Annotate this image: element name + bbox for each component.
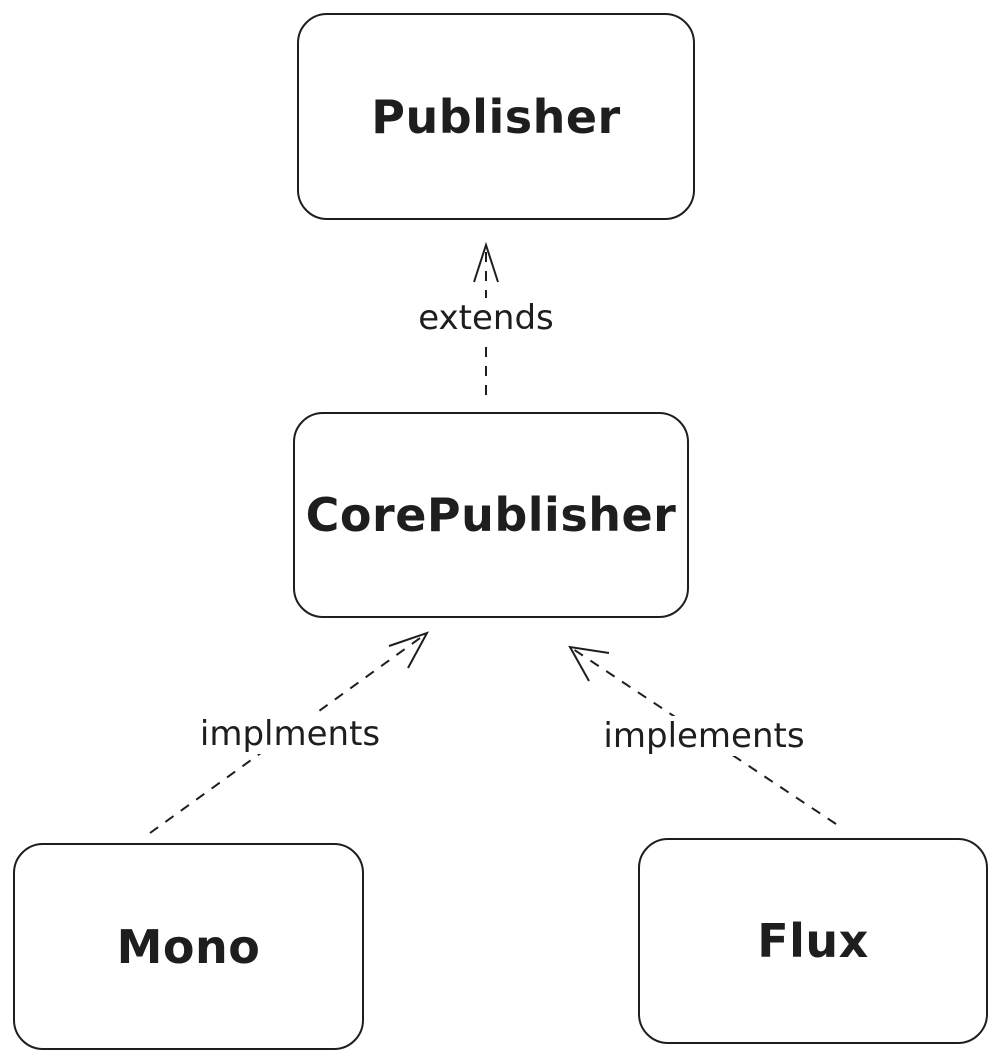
implments-edge-label: implments (195, 714, 385, 754)
implements-edge-label: implements (599, 716, 809, 756)
core-publisher-node-label: CorePublisher (305, 488, 677, 542)
arrow-implments (149, 631, 430, 834)
arrow-implements-head (568, 645, 610, 682)
arrow-implments-head (388, 631, 430, 669)
mono-node-label: Mono (116, 919, 261, 974)
publisher-node[interactable]: Publisher (297, 13, 695, 220)
extends-edge-label: extends (414, 298, 558, 338)
arrow-extends (473, 241, 499, 395)
arrow-extends-head (473, 241, 499, 283)
core-publisher-node[interactable]: CorePublisher (293, 412, 689, 618)
mono-node[interactable]: Mono (13, 843, 364, 1050)
flux-node-label: Flux (757, 914, 869, 968)
publisher-node-label: Publisher (371, 89, 621, 144)
flux-node[interactable]: Flux (638, 838, 988, 1044)
